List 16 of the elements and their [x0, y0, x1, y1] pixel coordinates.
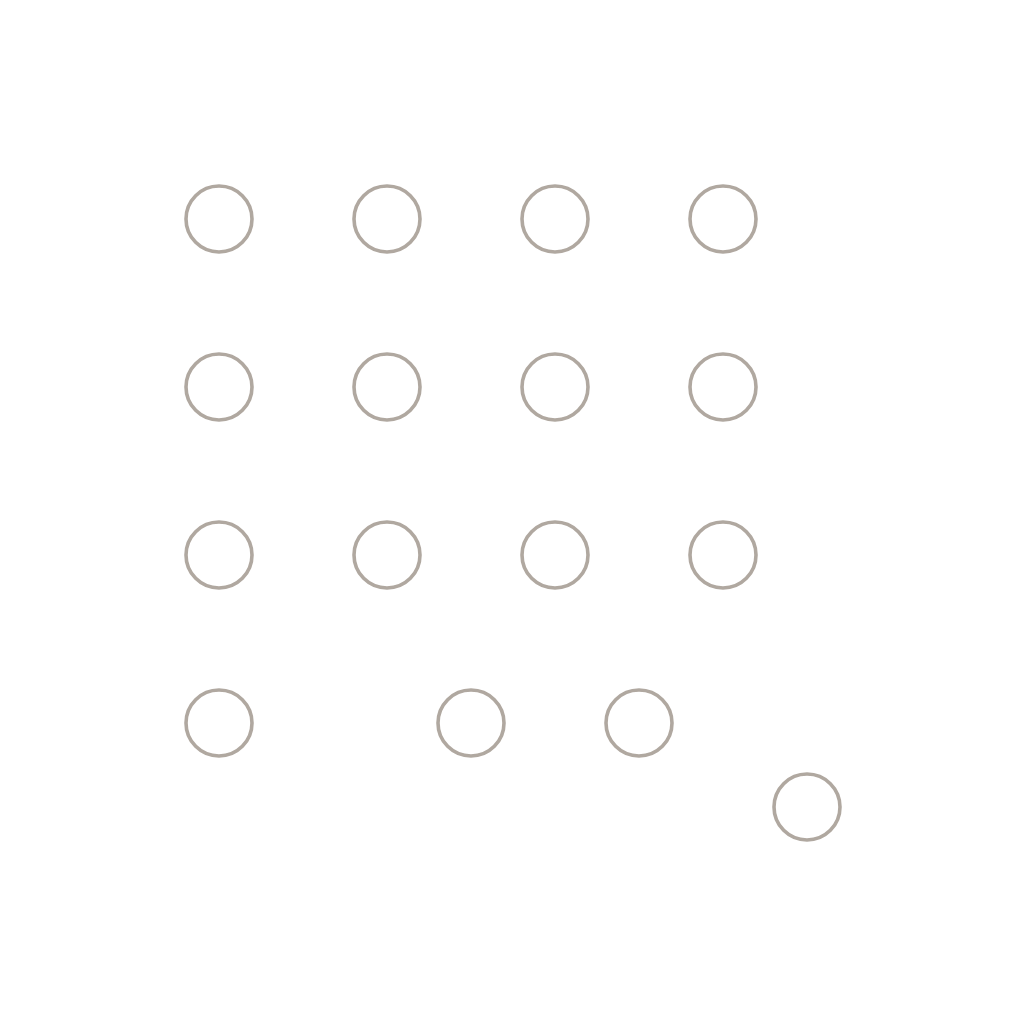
node-circle: [687, 351, 757, 421]
node-circle: [351, 519, 421, 589]
node-circle: [519, 519, 589, 589]
node-circle: [351, 183, 421, 253]
node-circle: [183, 351, 253, 421]
node-circle: [183, 183, 253, 253]
node-circle: [603, 687, 673, 757]
node-circle: [435, 687, 505, 757]
node-circle: [519, 183, 589, 253]
node-circle: [183, 687, 253, 757]
node-circle: [183, 519, 253, 589]
node-circle: [687, 519, 757, 589]
node-circle: [519, 351, 589, 421]
node-circle: [351, 351, 421, 421]
node-circle: [771, 771, 841, 841]
node-circle: [687, 183, 757, 253]
